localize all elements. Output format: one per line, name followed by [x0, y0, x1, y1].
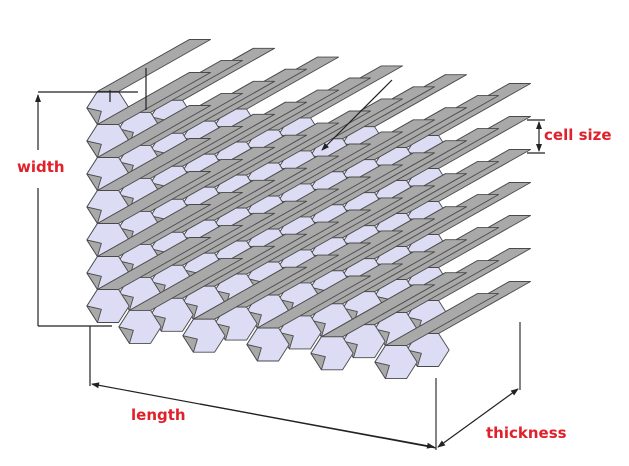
- cell-inner-shade: [86, 107, 102, 125]
- thickness-label: thickness: [486, 424, 567, 442]
- cell-inner-shade: [246, 344, 262, 362]
- width-label: width: [17, 158, 65, 176]
- cell-inner-shade: [86, 140, 102, 158]
- cell-inner-shade: [310, 352, 326, 371]
- cell-inner-shade: [86, 173, 102, 191]
- cell-inner-shade: [86, 272, 102, 290]
- cell-inner-shade: [182, 335, 198, 353]
- cell-inner-shade: [86, 305, 102, 323]
- cell-inner-shade: [118, 326, 134, 344]
- cell-inner-shade: [86, 239, 102, 257]
- length-dimension-line-end: [199, 403, 435, 449]
- cell-inner-shade: [374, 361, 390, 380]
- honeycomb-core: [86, 39, 532, 380]
- thickness-dimension-line-2: [437, 417, 479, 448]
- thickness-dimension-line: [477, 388, 519, 419]
- cell-inner-shade: [86, 206, 102, 224]
- cell-size-label: cell size: [544, 126, 612, 144]
- dimension-lines: [35, 68, 545, 450]
- leader-arrow: [321, 79, 393, 151]
- length-label: length: [131, 406, 186, 424]
